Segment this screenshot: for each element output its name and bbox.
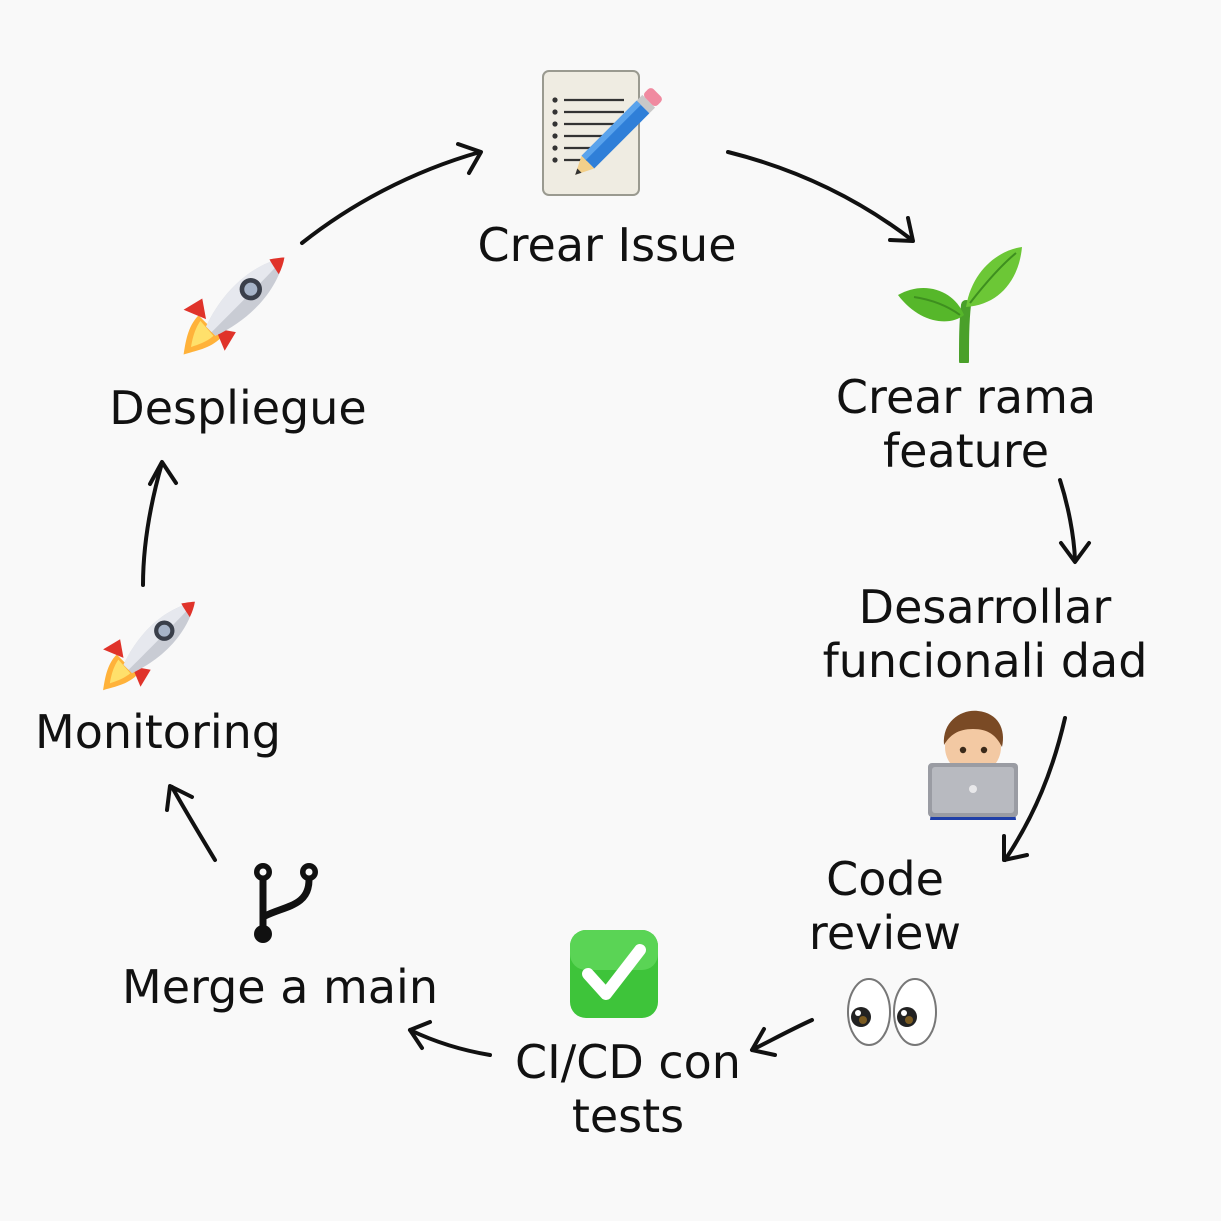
arrow-review-to-cicd bbox=[750, 1018, 814, 1057]
seedling-icon bbox=[898, 247, 1022, 363]
step-label-line: Despliegue bbox=[109, 381, 367, 435]
rocket-icon bbox=[183, 257, 285, 355]
step-label-line: Code bbox=[826, 852, 944, 906]
arrow-merge-to-monitoring bbox=[165, 784, 217, 862]
arrow-branch-to-develop bbox=[1058, 478, 1091, 564]
arrow-deploy-to-issue bbox=[300, 142, 483, 245]
step-label-line: Crear rama bbox=[835, 370, 1097, 424]
step-ci-cd: CI/CD con tests bbox=[515, 1035, 741, 1143]
arrow-cicd-to-merge bbox=[408, 1020, 492, 1057]
step-despliegue: Despliegue bbox=[109, 381, 366, 435]
step-label-line: Crear Issue bbox=[477, 218, 737, 272]
step-label-line: Monitoring bbox=[35, 705, 281, 759]
step-label-line: Desarrollar bbox=[858, 580, 1112, 634]
arrow-monitoring-to-deploy bbox=[141, 460, 178, 587]
git-branch-icon bbox=[254, 863, 318, 943]
step-crear-rama: Crear rama feature bbox=[836, 370, 1096, 478]
step-merge: Merge a main bbox=[122, 960, 438, 1014]
rocket-icon bbox=[103, 601, 195, 691]
memo-pencil-icon bbox=[542, 70, 662, 196]
step-label-line: CI/CD con bbox=[515, 1035, 741, 1089]
step-code-review: Code review bbox=[809, 852, 961, 960]
step-desarrollar: Desarrollar funcionali dad bbox=[823, 580, 1148, 688]
step-label-line: feature bbox=[882, 424, 1050, 478]
developer-laptop-icon bbox=[928, 710, 1018, 820]
step-label-line: Merge a main bbox=[122, 960, 438, 1014]
arrow-issue-to-branch bbox=[726, 150, 915, 243]
step-monitoring: Monitoring bbox=[35, 705, 281, 759]
eyes-icon bbox=[847, 978, 937, 1046]
step-crear-issue: Crear Issue bbox=[478, 218, 737, 272]
check-mark-button-icon bbox=[570, 930, 658, 1018]
step-label-line: review bbox=[808, 906, 962, 960]
step-label-line: tests bbox=[571, 1089, 685, 1143]
arrow-develop-to-review bbox=[1002, 716, 1067, 862]
step-label-line: funcionali dad bbox=[822, 634, 1148, 688]
